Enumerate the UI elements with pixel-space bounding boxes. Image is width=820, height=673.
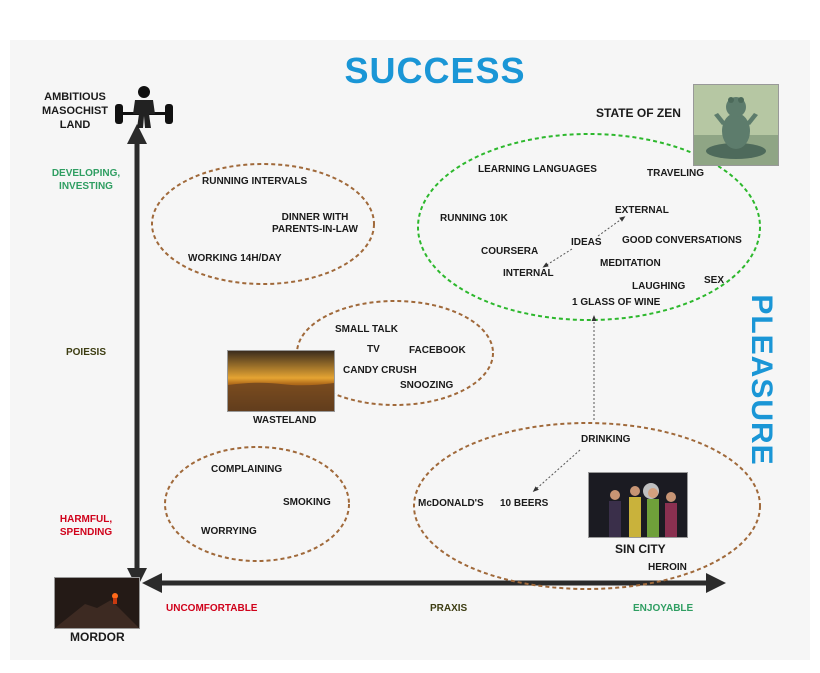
item-meditation: MEDITATION [600,258,661,270]
state-of-zen-label: STATE OF ZEN [596,106,681,120]
item-worrying: WORRYING [201,526,257,538]
pleasure-title-text: PLEASURE [746,290,776,470]
item-laughing: LAUGHING [632,281,685,293]
item-1-glass-of-wine: 1 GLASS OF WINE [572,297,660,309]
item-mcdonalds: McDONALD'S [418,498,484,510]
y-axis-bottom-label: HARMFUL, SPENDING [44,514,128,539]
item-ideas: IDEAS [571,237,602,249]
sin-city-label: SIN CITY [615,542,666,556]
item-learning-languages: LEARNING LANGUAGES [478,164,597,176]
item-working-14h: WORKING 14H/DAY [188,253,282,265]
item-running-10k: RUNNING 10K [440,213,508,225]
item-sex: SEX [704,275,724,287]
item-running-intervals: RUNNING INTERVALS [202,176,307,188]
mordor-label: MORDOR [70,630,125,644]
item-heroin: HEROIN [648,562,687,574]
item-coursera: COURSERA [481,246,538,258]
item-smoking: SMOKING [283,497,331,509]
desert-image [227,350,335,412]
item-complaining: COMPLAINING [211,464,282,476]
ideas-to-internal-arrow [545,249,572,266]
item-facebook: FACEBOOK [409,345,466,357]
volcano-image [54,577,140,629]
party-image [588,472,688,538]
item-good-conversations: GOOD CONVERSATIONS [622,235,742,247]
item-external: EXTERNAL [615,205,669,217]
item-tv: TV [367,344,380,356]
item-snoozing: SNOOZING [400,380,453,392]
zen-frog-image [693,84,779,166]
weightlifter-icon [113,84,175,130]
x-axis-left-label: UNCOMFORTABLE [166,603,257,616]
x-axis-middle-label: PRAXIS [430,603,467,616]
success-title: SUCCESS [330,50,540,92]
wasteland-label: WASTELAND [253,415,316,427]
y-axis-top-label: DEVELOPING, INVESTING [44,168,128,193]
x-axis-right-label: ENJOYABLE [633,603,693,616]
item-10-beers: 10 BEERS [500,498,548,510]
item-drinking: DRINKING [581,434,630,446]
item-candy-crush: CANDY CRUSH [343,365,417,377]
item-small-talk: SMALL TALK [335,324,398,336]
drinking-to-beers-arrow [535,450,580,490]
item-traveling: TRAVELING [647,168,704,180]
item-dinner-parents-in-law: DINNER WITH PARENTS-IN-LAW [272,212,358,236]
ambitious-masochist-land-label: AMBITIOUS MASOCHIST LAND [42,91,108,132]
y-axis-middle-label: POIESIS [54,347,118,360]
item-internal: INTERNAL [503,268,554,280]
ideas-to-external-arrow [598,218,623,236]
